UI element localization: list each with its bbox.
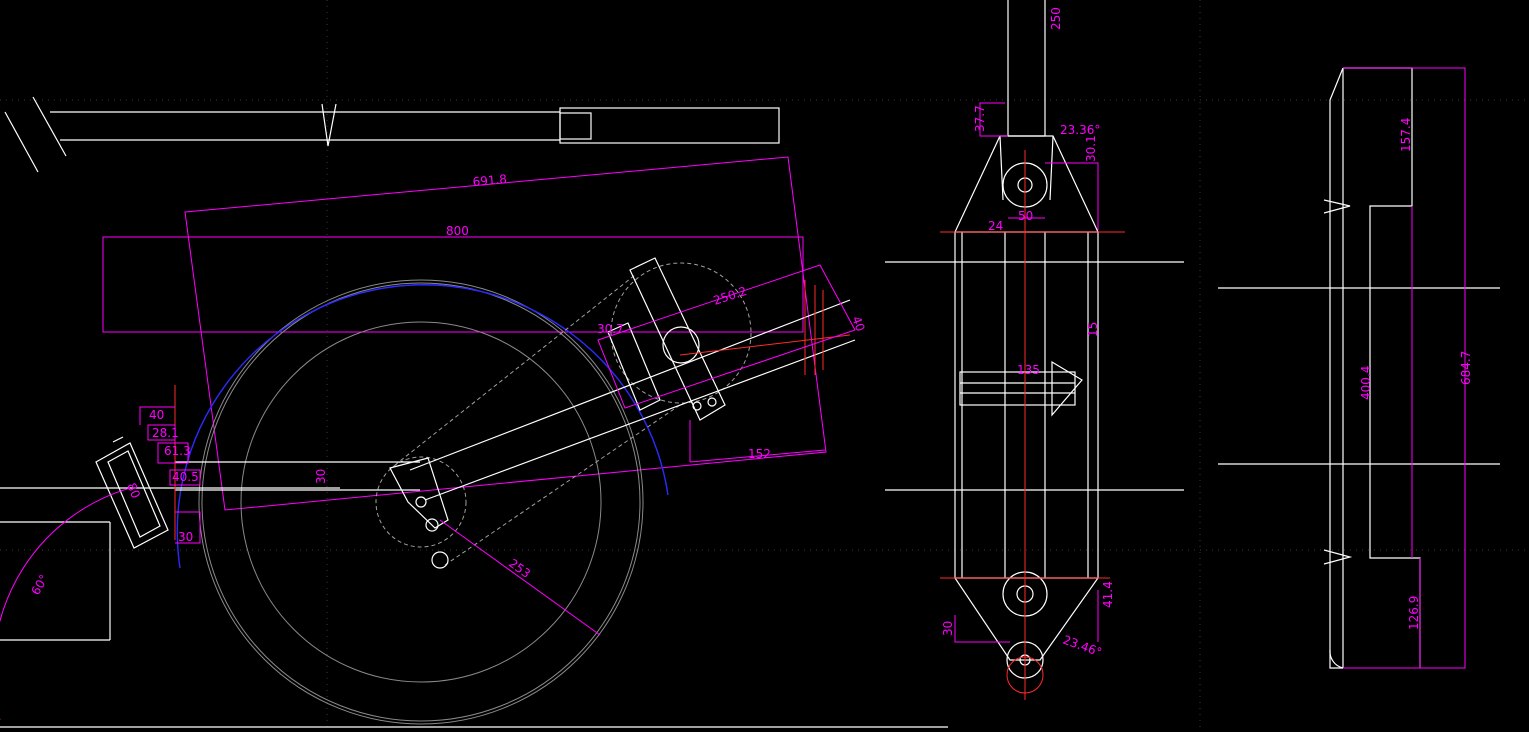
tilted-envelope — [184, 156, 827, 511]
dim-691-8: 691.8 — [472, 172, 507, 189]
dim-23-46-degrees: 23.46° — [1061, 633, 1104, 660]
dim-50: 50 — [1018, 209, 1033, 223]
profile-view-labels: 157.4 400.4 684.7 126.9 — [1359, 118, 1473, 630]
dim-684-7: 684.7 — [1459, 351, 1473, 385]
dim-40-5: 40.5 — [172, 470, 199, 484]
wheel-rim — [240, 321, 602, 683]
dim-135: 135 — [1017, 363, 1040, 377]
side-view — [0, 96, 856, 725]
dim-30-horizontal: 30 — [178, 530, 193, 544]
dim-40: 40 — [849, 314, 867, 333]
dim-80: 80 — [124, 481, 143, 500]
front-view-labels: 250 37.7 23.36° 30.1 50 24 15 135 41.4 3… — [941, 7, 1115, 660]
profile-view — [1218, 67, 1500, 669]
dim-250-2: 250.2 — [712, 284, 749, 308]
dim-157-4: 157.4 — [1399, 118, 1413, 152]
envelope-800 — [102, 236, 804, 333]
fender-arc — [176, 284, 669, 569]
dim-37-7: 37.7 — [973, 105, 987, 132]
dim-30-7: 30.7 — [597, 322, 624, 336]
side-view-labels: 691.8 800 250.2 30.7 40 152 40 28.1 61.3… — [28, 172, 867, 597]
dim-23-36-degrees: 23.36° — [1060, 123, 1100, 137]
dim-30-bottom: 30 — [941, 621, 955, 636]
dim-400-4: 400.4 — [1359, 366, 1373, 400]
dim-30-vertical: 30 — [314, 469, 328, 484]
dim-61-3: 61.3 — [164, 444, 191, 458]
dim-28-1: 28.1 — [152, 426, 179, 440]
dim-15: 15 — [1086, 322, 1100, 337]
dim-41-4: 41.4 — [1101, 581, 1115, 608]
dim-800: 800 — [446, 224, 469, 238]
wheel-outer — [198, 279, 644, 725]
front-view — [885, 0, 1184, 700]
dim-30-top: 30.1 — [1084, 135, 1098, 162]
dim-126-9: 126.9 — [1407, 596, 1421, 630]
dim-250: 250 — [1049, 7, 1063, 30]
dim-24: 24 — [988, 219, 1003, 233]
dim-152: 152 — [748, 447, 771, 461]
dim-40-left: 40 — [149, 408, 164, 422]
dim-60-degrees: 60° — [28, 572, 51, 597]
